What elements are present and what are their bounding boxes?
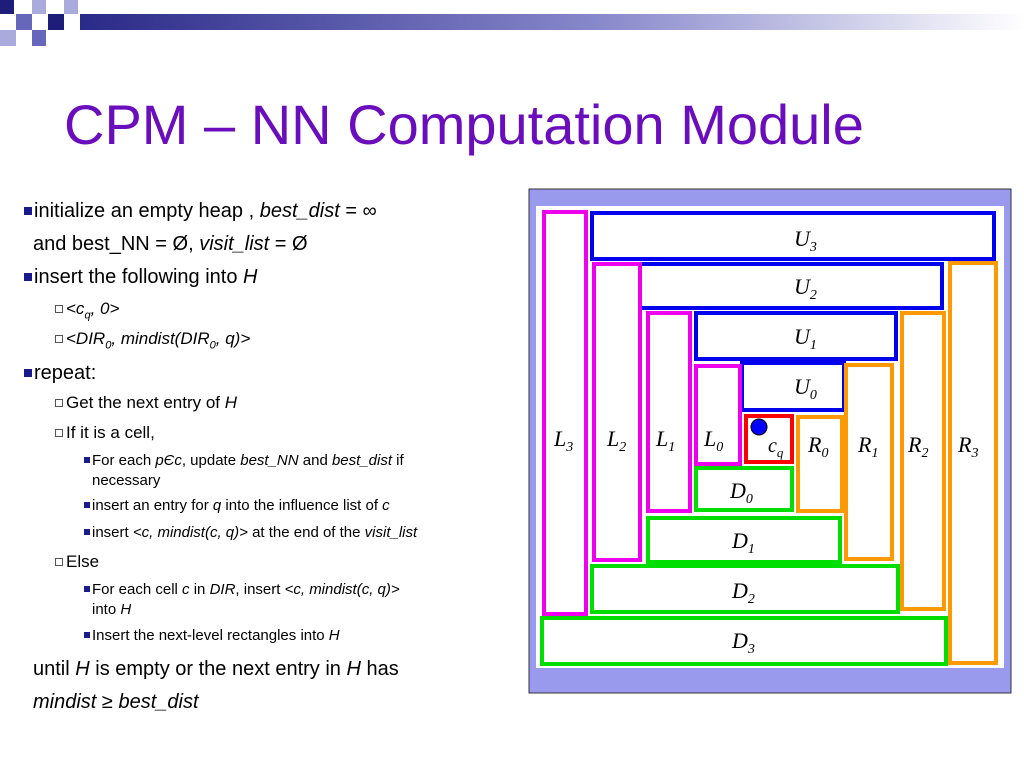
rect-D1 (646, 516, 842, 564)
subsub-bullet-next-level: Insert the next-level rectangles into H (84, 627, 340, 644)
label-L2: L2 (606, 426, 626, 455)
label-U3: U3 (794, 226, 817, 255)
subsub-bullet-for-each-p-cont: necessary (92, 472, 161, 489)
bullet-repeat: repeat: (24, 362, 96, 385)
label-D2: D2 (731, 578, 755, 607)
rect-L0 (694, 364, 742, 466)
label-cq: cq (768, 435, 784, 460)
subsub-bullet-influence: insert an entry for q into the influence… (84, 497, 390, 514)
label-L1: L1 (655, 426, 675, 455)
rect-U0 (740, 361, 846, 412)
sub-bullet-dir0: <DIR0, mindist(DIR0, q)> (55, 329, 250, 351)
label-U1: U1 (794, 324, 817, 353)
label-R0: R0 (807, 432, 828, 461)
sub-bullet-cq: <cq, 0> (55, 299, 119, 321)
rect-R2 (900, 311, 946, 611)
subsub-bullet-for-each-cell: For each cell c in DIR, insert <c, mindi… (84, 581, 400, 598)
label-U2: U2 (794, 274, 817, 303)
bullet-insert: insert the following into H (24, 266, 257, 289)
rect-D0 (694, 466, 794, 512)
label-D1: D1 (731, 528, 755, 557)
rect-R0 (796, 415, 844, 513)
rect-L1 (646, 311, 692, 513)
rect-L3 (542, 210, 588, 616)
rect-R3 (948, 261, 998, 665)
rect-U2 (638, 262, 944, 310)
until-line-2: mindist ≥ best_dist (33, 691, 199, 713)
rect-U1 (694, 311, 898, 361)
rect-R1 (844, 363, 894, 561)
sub-bullet-if-cell: If it is a cell, (55, 423, 155, 443)
cpm-rectangles-diagram: U3 U2 U1 U0 L3 L2 L1 L0 R0 R1 R2 R3 D0 D… (528, 188, 1012, 694)
label-R2: R2 (907, 432, 928, 461)
rect-D2 (590, 564, 900, 614)
rect-U3 (590, 211, 996, 261)
until-line-1: until H is empty or the next entry in H … (33, 658, 399, 680)
label-U0: U0 (794, 374, 817, 403)
label-R1: R1 (857, 432, 878, 461)
label-L0: L0 (703, 426, 723, 455)
label-D3: D3 (731, 628, 755, 657)
header-gradient-bar (80, 14, 1024, 30)
sub-bullet-else: Else (55, 552, 99, 572)
subsub-bullet-visit-list: insert <c, mindist(c, q)> at the end of … (84, 524, 417, 541)
rect-L2 (592, 262, 642, 562)
subsub-bullet-for-each-cell-cont: into H (92, 601, 132, 618)
label-R3: R3 (957, 432, 978, 461)
bullet-initialize-cont: and best_NN = Ø, visit_list = Ø (33, 233, 308, 255)
label-L3: L3 (553, 426, 573, 455)
rect-D3 (540, 616, 948, 666)
subsub-bullet-for-each-p: For each pЄc, update best_NN and best_di… (84, 452, 404, 469)
bullet-initialize: initialize an empty heap , best_dist = ∞ (24, 200, 377, 223)
slide-title: CPM – NN Computation Module (64, 93, 864, 156)
label-D0: D0 (729, 478, 753, 507)
sub-bullet-next-entry: Get the next entry of H (55, 393, 237, 413)
query-point (750, 418, 768, 436)
